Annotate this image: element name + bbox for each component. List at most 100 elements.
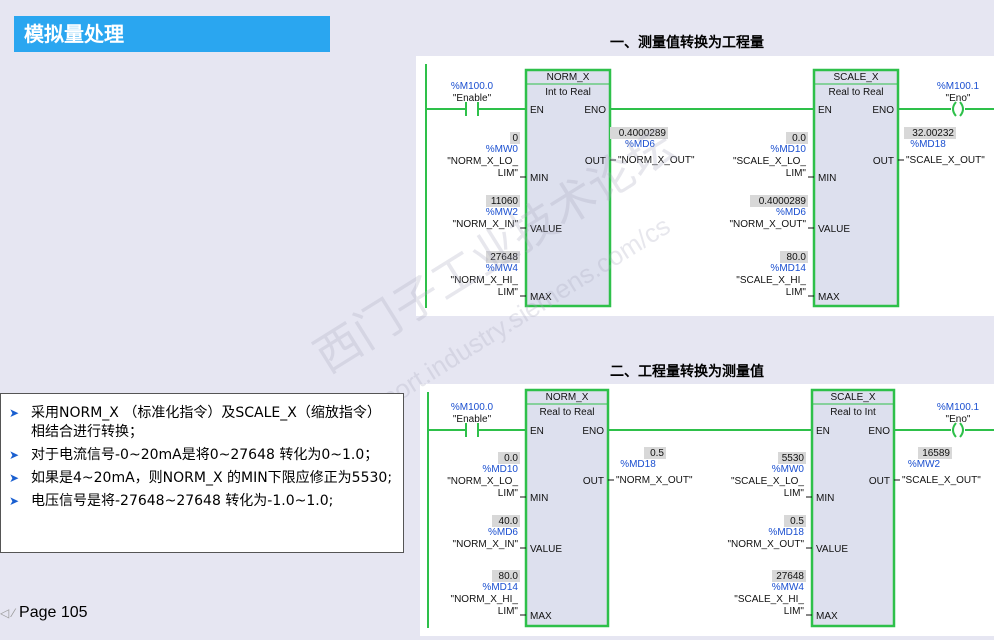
norm-max-value: 27648 bbox=[490, 252, 518, 263]
norm-block bbox=[524, 68, 612, 308]
norm-value-address: %MD6 bbox=[488, 527, 518, 538]
scale-value-value: 0.4000289 bbox=[759, 196, 807, 207]
coil-right-arc bbox=[959, 422, 964, 438]
scale-pin-en: EN bbox=[816, 426, 830, 437]
norm-value-name: "NORM_X_IN" bbox=[453, 219, 519, 230]
norm-min-value-bg bbox=[498, 452, 520, 464]
scale-min-value: 5530 bbox=[782, 453, 805, 464]
scale-out-value-bg bbox=[904, 127, 956, 139]
norm-value-value-bg bbox=[492, 515, 520, 527]
scale-block bbox=[810, 388, 896, 628]
scale-pin-out: OUT bbox=[869, 476, 890, 487]
norm-min-name: "NORM_X_LO_ bbox=[447, 476, 518, 487]
scale-max-value-bg bbox=[780, 251, 808, 263]
scale-pin-eno: ENO bbox=[872, 105, 894, 116]
scale-max-address: %MD14 bbox=[770, 263, 806, 274]
norm-block-name: NORM_X bbox=[547, 72, 590, 83]
norm-value-name: "NORM_X_IN" bbox=[453, 539, 519, 550]
diagram1-heading: 一、测量值转换为工程量 bbox=[610, 35, 764, 51]
scale-block-type: Real to Int bbox=[830, 407, 876, 418]
notes-box: ➤ 采用NORM_X （标准化指令）及SCALE_X（缩放指令） 相结合进行转换；… bbox=[0, 393, 404, 553]
scale-out-value-bg bbox=[918, 447, 952, 459]
norm-out-value-bg bbox=[644, 447, 666, 459]
scale-min-address: %MD10 bbox=[770, 144, 806, 155]
norm-pin-eno: ENO bbox=[584, 105, 606, 116]
scale-pin-out: OUT bbox=[873, 156, 894, 167]
scale-min-address: %MW0 bbox=[772, 464, 805, 475]
scale-min-value-bg bbox=[778, 452, 806, 464]
scale-min-name: "SCALE_X_LO_ bbox=[733, 156, 806, 167]
norm-block bbox=[524, 388, 610, 628]
norm-out-address: %MD6 bbox=[625, 139, 655, 150]
norm-max-name2: LIM" bbox=[498, 606, 519, 617]
norm-block-type: Int to Real bbox=[545, 87, 591, 98]
scale-max-name2: LIM" bbox=[784, 606, 805, 617]
scale-pin-min: MIN bbox=[818, 173, 836, 184]
scale-block-name: SCALE_X bbox=[830, 392, 875, 403]
norm-out-value: 0.4000289 bbox=[619, 128, 667, 139]
norm-max-name2: LIM" bbox=[498, 287, 519, 298]
contact-address: %M100.0 bbox=[451, 402, 494, 413]
arrow-bullet-icon: ➤ bbox=[9, 448, 20, 462]
contact-address: %M100.0 bbox=[451, 81, 494, 92]
scale-out-address: %MW2 bbox=[908, 459, 941, 470]
scale-min-name2: LIM" bbox=[784, 488, 805, 499]
norm-out-name: "NORM_X_OUT" bbox=[618, 155, 695, 166]
scale-value-address: %MD6 bbox=[776, 207, 806, 218]
scale-max-value: 27648 bbox=[776, 571, 804, 582]
norm-min-value: 0 bbox=[512, 133, 518, 144]
norm-min-name2: LIM" bbox=[498, 488, 519, 499]
scale-out-value: 32.00232 bbox=[912, 128, 954, 139]
page-title: 模拟量处理 bbox=[14, 16, 330, 52]
norm-pin-out: OUT bbox=[583, 476, 604, 487]
scale-pin-eno: ENO bbox=[868, 426, 890, 437]
scale-value-value-bg bbox=[784, 515, 806, 527]
norm-max-value-bg bbox=[486, 251, 520, 263]
norm-pin-out: OUT bbox=[585, 156, 606, 167]
nav-arrows-icon[interactable]: ◁ ⁄ bbox=[0, 606, 15, 620]
scale-value-value: 0.5 bbox=[790, 516, 804, 527]
bullet-item: ➤如果是4~20mA，则NORM_X 的MIN下限应修正为5530; bbox=[9, 469, 399, 488]
scale-value-address: %MD18 bbox=[768, 527, 804, 538]
page-number: ◁ ⁄ Page 105 bbox=[0, 604, 88, 622]
scale-min-value: 0.0 bbox=[792, 133, 806, 144]
norm-out-value: 0.5 bbox=[650, 448, 664, 459]
scale-min-name2: LIM" bbox=[786, 168, 807, 179]
scale-max-value-bg bbox=[772, 570, 806, 582]
bullet-text: 采用NORM_X （标准化指令）及SCALE_X（缩放指令） 相结合进行转换； bbox=[31, 405, 381, 440]
scale-pin-value: VALUE bbox=[816, 544, 848, 555]
coil-left-arc bbox=[952, 422, 957, 438]
arrow-bullet-icon: ➤ bbox=[9, 406, 20, 420]
scale-out-value: 16589 bbox=[922, 448, 950, 459]
scale-max-address: %MW4 bbox=[772, 582, 805, 593]
scale-max-name2: LIM" bbox=[786, 287, 807, 298]
scale-block-type: Real to Real bbox=[828, 87, 883, 98]
norm-pin-en: EN bbox=[530, 426, 544, 437]
norm-max-address: %MW4 bbox=[486, 263, 519, 274]
coil-name: "Eno" bbox=[946, 93, 971, 104]
norm-max-name: "NORM_X_HI_ bbox=[451, 275, 519, 286]
bullet-text: 电压信号是将-27648~27648 转化为-1.0~1.0; bbox=[31, 493, 334, 509]
scale-out-name: "SCALE_X_OUT" bbox=[902, 475, 981, 486]
norm-out-value-bg bbox=[610, 127, 668, 139]
norm-min-value-bg bbox=[510, 132, 520, 144]
diagram2-heading: 二、工程量转换为测量值 bbox=[610, 364, 764, 380]
scale-out-address: %MD18 bbox=[910, 139, 946, 150]
scale-value-value-bg bbox=[750, 195, 808, 207]
contact-name: "Enable" bbox=[453, 93, 492, 104]
bullet-item: ➤ 采用NORM_X （标准化指令）及SCALE_X（缩放指令） 相结合进行转换； bbox=[9, 404, 399, 442]
norm-pin-min: MIN bbox=[530, 173, 548, 184]
scale-min-name: "SCALE_X_LO_ bbox=[731, 476, 804, 487]
norm-max-value-bg bbox=[492, 570, 520, 582]
scale-pin-value: VALUE bbox=[818, 224, 850, 235]
norm-pin-eno: ENO bbox=[582, 426, 604, 437]
bullet-text: 如果是4~20mA，则NORM_X 的MIN下限应修正为5530; bbox=[31, 470, 393, 486]
scale-block bbox=[812, 68, 900, 308]
norm-block-type: Real to Real bbox=[539, 407, 594, 418]
bullet-text: 对于电流信号-0~20mA是将0~27648 转化为0~1.0； bbox=[31, 447, 379, 463]
scale-max-value: 80.0 bbox=[787, 252, 807, 263]
coil-left-arc bbox=[952, 101, 957, 117]
norm-max-value: 80.0 bbox=[499, 571, 519, 582]
